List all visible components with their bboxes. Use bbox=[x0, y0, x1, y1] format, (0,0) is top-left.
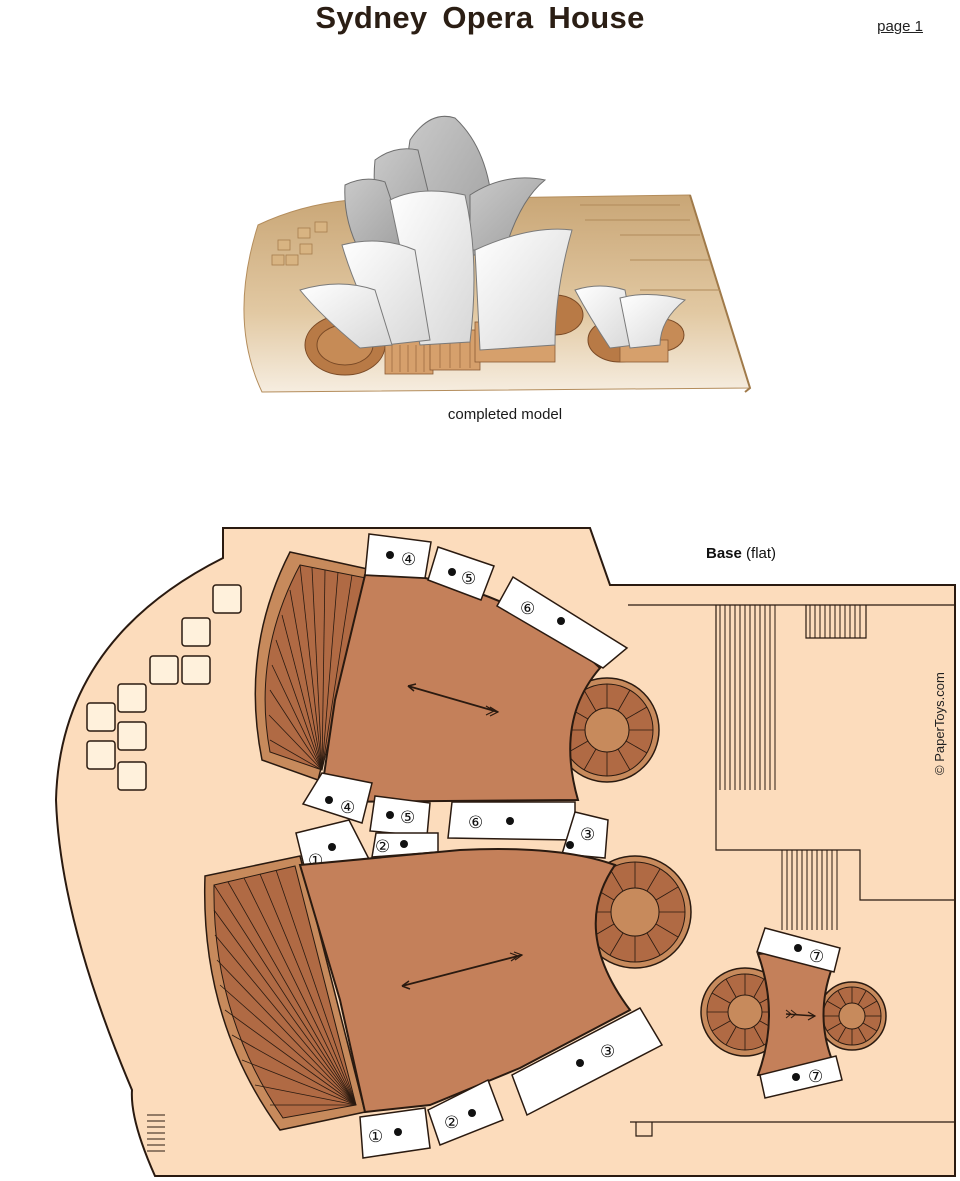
completed-model-illustration bbox=[243, 115, 752, 393]
tab-label-7: ⑦ bbox=[808, 1067, 823, 1087]
tab-label-2: ② bbox=[444, 1113, 459, 1133]
tab-label-3: ③ bbox=[600, 1042, 615, 1062]
terrace-lines bbox=[628, 604, 955, 1137]
tab-7-bottom bbox=[759, 1055, 843, 1099]
tab-4-left bbox=[301, 772, 373, 824]
tab-label-5: ⑤ bbox=[461, 569, 476, 589]
model-caption: completed model bbox=[447, 406, 563, 423]
tab-label-4: ④ bbox=[340, 798, 355, 818]
tab-label-3: ③ bbox=[580, 825, 595, 845]
tab-label-5: ⑤ bbox=[400, 808, 415, 828]
tab-4-top bbox=[364, 533, 432, 579]
page-number: page 1 bbox=[877, 18, 923, 35]
tab-5-top bbox=[427, 546, 495, 601]
tab-label-2: ② bbox=[375, 837, 390, 857]
copyright-text: © PaperToys.com bbox=[932, 672, 947, 775]
tab-3-lower bbox=[511, 1007, 664, 1117]
base-title: Base (flat) bbox=[706, 545, 776, 562]
tab-label-6: ⑥ bbox=[468, 813, 483, 833]
tab-label-1: ① bbox=[368, 1127, 383, 1147]
tab-label-4: ④ bbox=[401, 550, 416, 570]
tab-2-lower bbox=[427, 1078, 504, 1146]
terrace-stairs bbox=[147, 605, 861, 1152]
tab-label-6: ⑥ bbox=[520, 599, 535, 619]
base-title-bold: Base bbox=[706, 545, 742, 562]
step-squares bbox=[86, 584, 242, 791]
base-title-note: (flat) bbox=[746, 545, 777, 562]
tab-label-7: ⑦ bbox=[809, 947, 824, 967]
lower-shell bbox=[298, 848, 632, 1114]
page-title: Sydney Opera House bbox=[315, 0, 645, 35]
